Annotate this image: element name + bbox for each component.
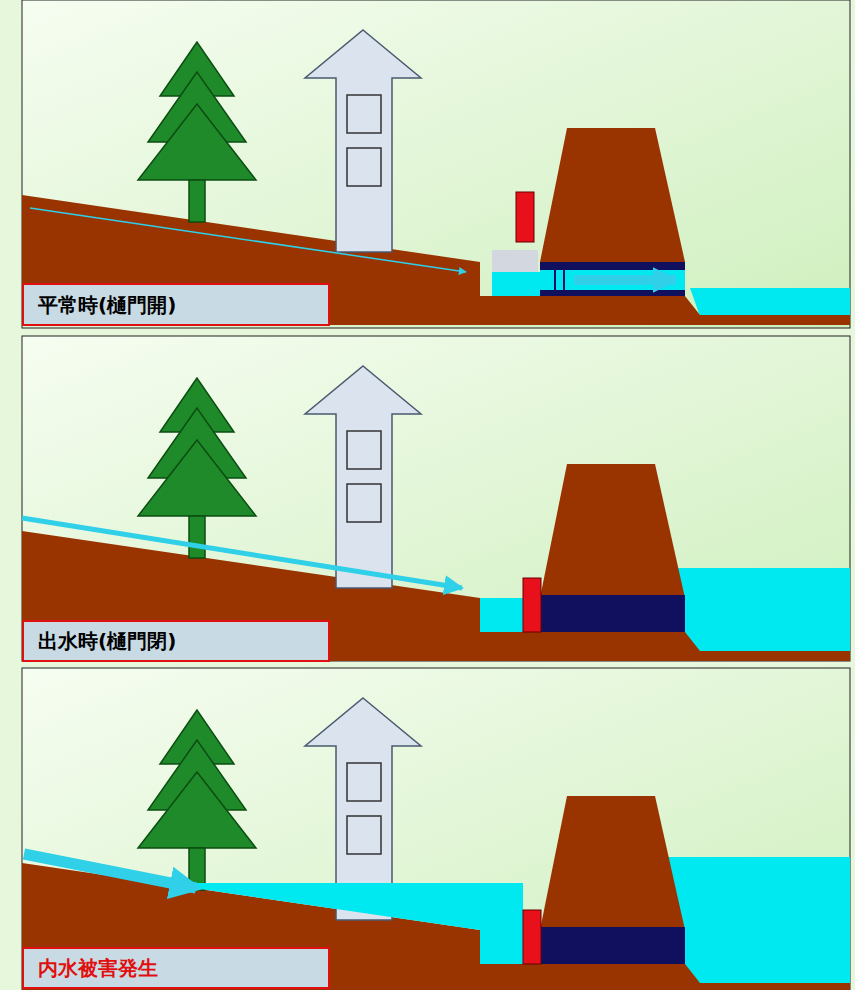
tree xyxy=(138,710,256,890)
pool-water xyxy=(492,272,540,296)
levee xyxy=(540,464,685,598)
ground xyxy=(22,531,850,661)
culvert xyxy=(540,927,685,964)
levee xyxy=(540,796,685,930)
river-water xyxy=(690,288,850,316)
culvert xyxy=(540,262,685,296)
caption-box: 平常時(樋門開) xyxy=(22,283,330,326)
caption-text: 内水被害発生 xyxy=(38,956,158,980)
outflow-arrow xyxy=(574,275,676,285)
runoff-arrow xyxy=(30,208,466,272)
runoff-arrow xyxy=(24,854,196,888)
culvert-water xyxy=(540,270,685,290)
caption-box: 出水時(樋門閉) xyxy=(22,620,330,662)
house xyxy=(305,30,421,252)
caption-text: 平常時(樋門開) xyxy=(38,293,176,317)
caption-box: 内水被害発生 xyxy=(22,947,330,989)
panel-frame xyxy=(22,0,850,328)
tree xyxy=(138,378,256,558)
tree xyxy=(138,42,256,222)
panel-frame xyxy=(22,336,850,661)
caption-text: 出水時(樋門閉) xyxy=(38,629,176,653)
sluice-gate-closed xyxy=(523,578,541,632)
gate-housing xyxy=(492,250,538,272)
normal-panel xyxy=(22,0,850,328)
runoff-arrow xyxy=(22,518,462,588)
sluice-gate-open xyxy=(516,192,534,242)
levee xyxy=(540,128,685,262)
flood-panel xyxy=(22,336,850,661)
pool-water xyxy=(480,598,524,632)
sluice-gate-closed xyxy=(523,910,541,964)
ground xyxy=(22,195,850,325)
inland-flood-panel xyxy=(22,668,850,990)
house xyxy=(305,366,421,588)
culvert xyxy=(540,595,685,632)
